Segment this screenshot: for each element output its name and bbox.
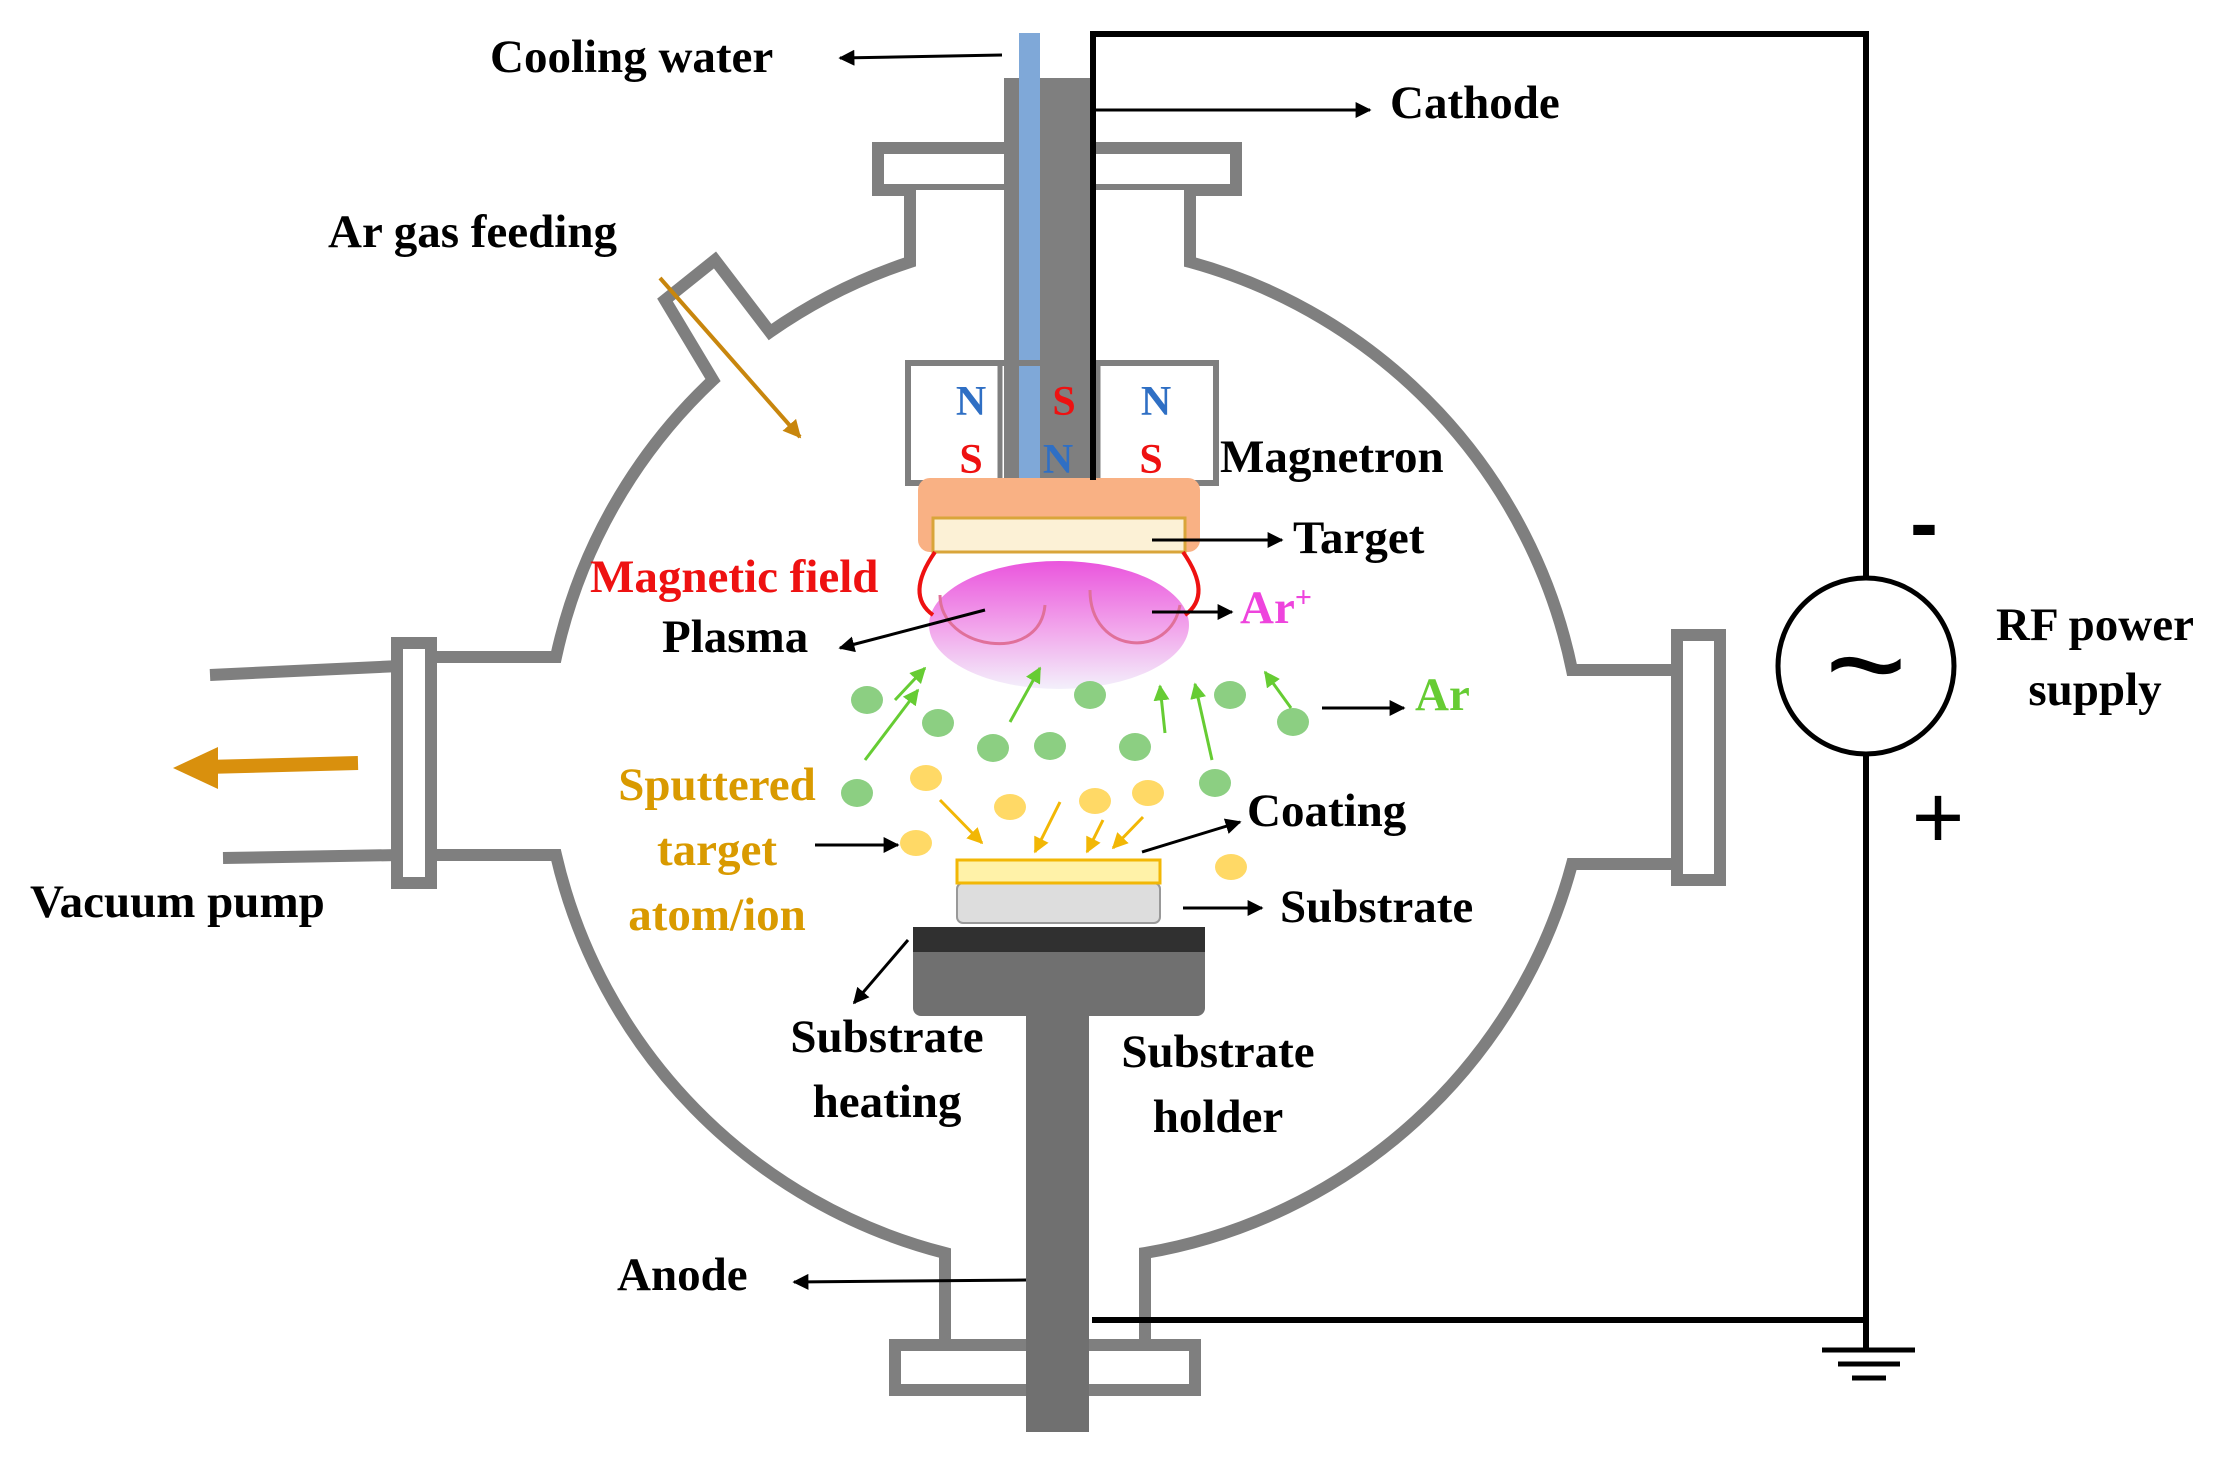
label-substrate-holder-line1: Substrate xyxy=(1121,1026,1314,1078)
sputter-arrow xyxy=(1085,819,1105,854)
magnet-center-south: S xyxy=(1052,379,1075,425)
label-coating: Coating xyxy=(1247,785,1407,837)
coating-arrow xyxy=(1141,818,1242,854)
vacuum-chamber xyxy=(209,142,1726,1396)
sputtered-atom xyxy=(910,765,942,791)
polarity-minus: - xyxy=(1910,476,1938,570)
argon-atom xyxy=(922,709,954,737)
plasma-arrow xyxy=(838,608,986,653)
label-substrate-heating-line2: heating xyxy=(813,1076,962,1128)
field-line-inner-right xyxy=(1088,589,1182,645)
label-argon-ion-base: Ar xyxy=(1240,582,1295,634)
sputtered-atom xyxy=(900,830,932,856)
sputtered-atom xyxy=(994,794,1026,820)
gas-flow-arrow-icon xyxy=(658,276,802,439)
label-anode: Anode xyxy=(617,1249,748,1301)
polarity-plus: + xyxy=(1912,768,1965,868)
cooling-water-pipe xyxy=(1019,33,1040,488)
magnet-right-north: N xyxy=(1141,379,1171,425)
label-argon-ion-charge: + xyxy=(1295,581,1312,614)
label-cooling-water: Cooling water xyxy=(490,31,773,83)
label-sputtered-line1: Sputtered xyxy=(618,759,816,811)
argon-atom xyxy=(1034,732,1066,760)
anode-arrow xyxy=(792,1273,1027,1290)
ground-icon xyxy=(1822,1347,1915,1381)
argon-atom xyxy=(1119,733,1151,761)
argon-ion-arrow xyxy=(863,688,920,761)
magnet-center-north: N xyxy=(1043,437,1073,483)
sputtered-atom xyxy=(1132,780,1164,806)
ac-source-icon xyxy=(1775,575,1957,757)
cathode-stem xyxy=(1004,78,1094,488)
argon-ion-arrow xyxy=(1008,666,1042,723)
pump-duct-lower xyxy=(222,849,401,864)
magnet-left-north: N xyxy=(956,379,986,425)
label-substrate: Substrate xyxy=(1280,881,1473,933)
label-ar-gas-feeding: Ar gas feeding xyxy=(328,206,617,258)
pump-duct-upper xyxy=(209,660,401,681)
plasma-region xyxy=(917,550,1201,689)
magnetron-assembly xyxy=(905,33,1219,554)
argon-atom xyxy=(977,734,1009,762)
label-magnetic-field: Magnetic field xyxy=(590,551,878,603)
coating-layer xyxy=(955,858,1162,885)
target-plate xyxy=(931,516,1187,554)
argon-ion-arrow xyxy=(893,666,927,702)
magnet-right-south: S xyxy=(1139,437,1162,483)
label-plasma: Plasma xyxy=(662,611,808,663)
argon-atom xyxy=(1214,681,1246,709)
label-sputtered-line2: target xyxy=(657,824,777,876)
field-line-inner-left xyxy=(938,594,1047,646)
label-rf-power-line1: RF power xyxy=(1996,599,2194,651)
label-magnetron: Magnetron xyxy=(1220,431,1444,483)
argon-atom xyxy=(1074,681,1106,709)
sputtered-atoms xyxy=(900,765,1247,880)
substrate-heater xyxy=(913,927,1205,952)
label-argon: Ar xyxy=(1415,669,1470,721)
label-argon-ion: Ar+ xyxy=(1240,581,1312,634)
ac-wave-symbol: ~ xyxy=(1825,585,1907,742)
label-cathode: Cathode xyxy=(1390,77,1560,129)
cooling-water-arrow xyxy=(838,49,1003,66)
left-port-flange xyxy=(391,637,437,889)
argon-ion-arrow xyxy=(1263,670,1293,709)
magnet-left-south: S xyxy=(959,437,982,483)
argon-atom xyxy=(851,686,883,714)
argon-atom xyxy=(841,779,873,807)
cathode-wire xyxy=(1090,31,1869,580)
anode-stem xyxy=(1026,1010,1089,1432)
sputter-arrow xyxy=(1033,801,1062,854)
sputtered-atom xyxy=(1079,788,1111,814)
chamber-outline xyxy=(394,190,1716,1351)
substrate xyxy=(956,882,1161,924)
pump-arrow-icon xyxy=(173,747,359,789)
sputter-arrow xyxy=(1111,815,1145,850)
substrate-heating-arrow xyxy=(852,939,910,1005)
label-vacuum-pump: Vacuum pump xyxy=(30,876,325,928)
argon-atom xyxy=(1277,708,1309,736)
argon-ion-arrow xyxy=(1190,682,1214,761)
label-rf-power-line2: supply xyxy=(2028,664,2162,716)
substrate-assembly xyxy=(913,858,1205,1432)
field-line-left xyxy=(917,550,937,617)
label-sputtered-line3: atom/ion xyxy=(628,889,806,941)
argon-atom xyxy=(1199,769,1231,797)
sputter-arrow xyxy=(938,798,984,845)
argon-ion-arrow xyxy=(1153,684,1170,734)
rf-circuit xyxy=(1090,31,1957,1381)
argon-atoms xyxy=(841,666,1309,807)
label-substrate-heating-line1: Substrate xyxy=(790,1011,983,1063)
plasma-cloud xyxy=(929,561,1189,689)
label-target: Target xyxy=(1293,512,1425,564)
right-port-flange xyxy=(1671,629,1726,886)
label-substrate-holder-line2: holder xyxy=(1153,1091,1284,1143)
sputtered-atom xyxy=(1215,854,1247,880)
